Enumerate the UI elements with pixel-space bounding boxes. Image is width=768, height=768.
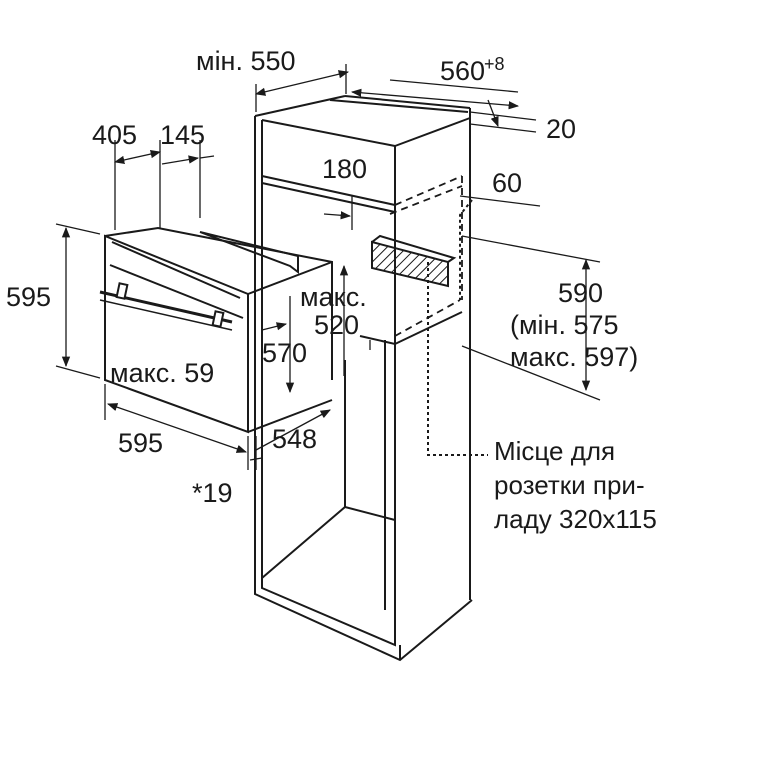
label-570: 570 (262, 338, 307, 368)
label-max-1: макс. (300, 282, 367, 312)
label-590-min: (мін. 575 (510, 310, 619, 340)
label-max-59: макс. 59 (110, 358, 214, 388)
label-590-max: макс. 597) (510, 342, 638, 372)
label-595-height: 595 (6, 282, 51, 312)
label-405: 405 (92, 120, 137, 150)
label-560-tolerance: +8 (484, 54, 505, 74)
socket-note-line3: ладу 320x115 (494, 504, 657, 534)
label-min-550: мін. 550 (196, 46, 296, 76)
label-19: *19 (192, 478, 233, 508)
socket-note: Місце для розетки при- ладу 320x115 (494, 436, 657, 534)
label-590: 590 (558, 278, 603, 308)
label-548: 548 (272, 424, 317, 454)
dimension-lines (55, 64, 601, 470)
label-595-width: 595 (118, 428, 163, 458)
dimension-labels: мін. 550 560 +8 20 405 145 180 60 595 ма… (6, 46, 638, 508)
socket-note-line1: Місце для (494, 436, 615, 466)
label-180: 180 (322, 154, 367, 184)
oven (99, 226, 333, 434)
socket-area (371, 199, 488, 456)
socket-note-line2: розетки при- (494, 470, 645, 500)
label-60: 60 (492, 168, 522, 198)
oven-handle (99, 282, 233, 331)
label-520: 520 (314, 310, 359, 340)
label-145: 145 (160, 120, 205, 150)
label-560: 560 (440, 56, 485, 86)
label-20: 20 (546, 114, 576, 144)
